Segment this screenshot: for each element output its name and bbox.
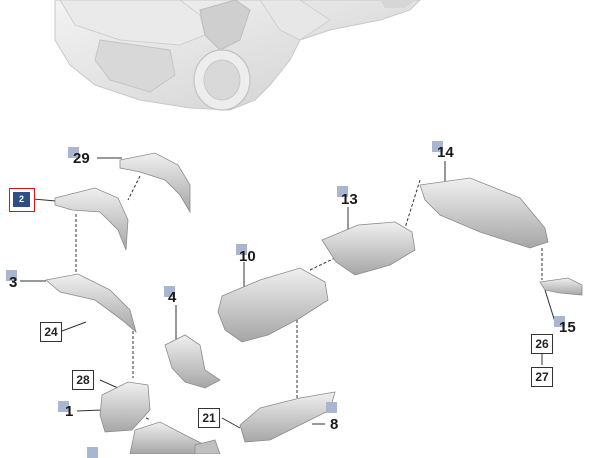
callout-8[interactable]: 8 bbox=[330, 416, 339, 433]
boxed-callout-24[interactable]: 24 bbox=[40, 322, 62, 342]
marker-10 bbox=[236, 244, 247, 255]
boxed-callout-21[interactable]: 21 bbox=[198, 408, 220, 428]
marker-4 bbox=[164, 286, 175, 297]
marker-14 bbox=[432, 141, 443, 152]
marker-1 bbox=[58, 401, 69, 412]
callout-29[interactable]: 29 bbox=[73, 150, 90, 167]
callout-1[interactable]: 1 bbox=[65, 403, 74, 420]
marker-15 bbox=[554, 316, 565, 327]
selected-callout-box[interactable]: 2 bbox=[9, 188, 35, 212]
callout-14[interactable]: 14 bbox=[437, 144, 454, 161]
callout-13[interactable]: 13 bbox=[341, 191, 358, 208]
boxed-callout-27[interactable]: 27 bbox=[531, 367, 553, 387]
marker-3 bbox=[6, 270, 17, 281]
marker-bottom bbox=[87, 447, 98, 458]
callout-3[interactable]: 3 bbox=[9, 274, 18, 291]
vehicle-illustration bbox=[54, 0, 421, 111]
marker-8 bbox=[326, 402, 337, 413]
callout-10[interactable]: 10 bbox=[239, 248, 256, 265]
marker-13 bbox=[337, 186, 348, 197]
parts bbox=[45, 152, 583, 454]
callout-15[interactable]: 15 bbox=[559, 319, 576, 336]
boxed-callout-28[interactable]: 28 bbox=[72, 370, 94, 390]
boxed-callout-26[interactable]: 26 bbox=[531, 334, 553, 354]
selected-callout-label: 2 bbox=[13, 192, 30, 207]
callout-4[interactable]: 4 bbox=[168, 289, 177, 306]
marker-29 bbox=[68, 147, 79, 158]
